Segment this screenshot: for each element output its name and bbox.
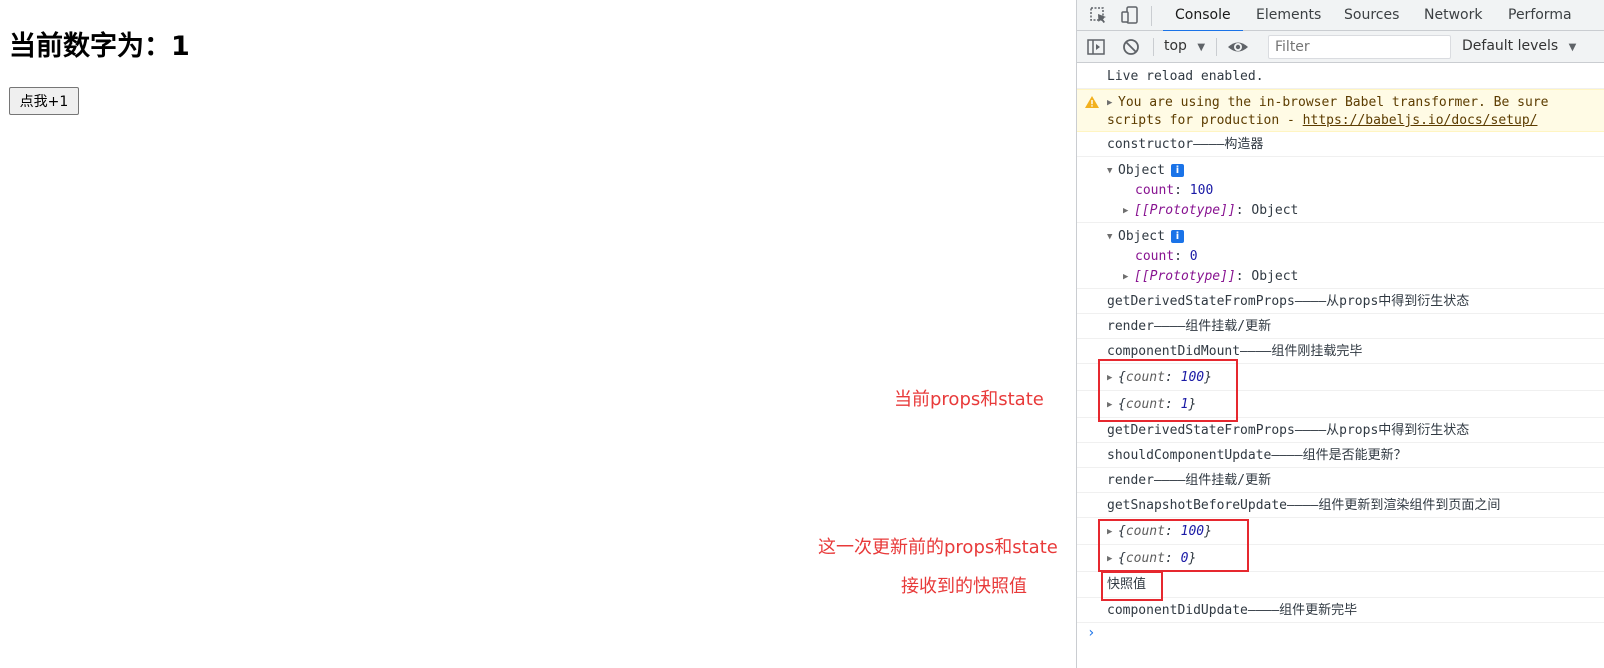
property-key: count: [1135, 249, 1175, 264]
console-warning: ▶ You are using the in-browser Babel tran…: [1077, 89, 1604, 132]
tab-elements[interactable]: Elements: [1256, 7, 1322, 23]
property-value: 0: [1180, 551, 1189, 566]
property-value: 100: [1189, 183, 1214, 198]
highlight-box-snapshot: [1101, 571, 1163, 601]
tab-network[interactable]: Network: [1424, 7, 1483, 23]
warning-icon: [1085, 96, 1099, 108]
clear-console-icon[interactable]: [1121, 37, 1141, 57]
devtools-panel: Console Elements Sources Network Perform…: [1076, 0, 1604, 668]
chevron-down-icon: ▼: [1568, 42, 1577, 53]
tab-sources[interactable]: Sources: [1344, 7, 1400, 23]
sidebar-toggle-icon[interactable]: [1086, 37, 1106, 57]
property-value: 0: [1189, 249, 1198, 264]
console-message: Live reload enabled.: [1077, 64, 1604, 89]
property-key: count: [1125, 524, 1165, 539]
prototype-value: Object: [1251, 269, 1299, 284]
device-toolbar-icon[interactable]: [1119, 5, 1141, 25]
property-key: count: [1135, 183, 1175, 198]
expand-triangle-icon[interactable]: ▶: [1107, 373, 1113, 383]
expand-triangle-icon[interactable]: ▶: [1123, 206, 1129, 216]
page-heading: 当前数字为：1: [9, 31, 190, 62]
collapse-triangle-icon[interactable]: ▼: [1107, 166, 1113, 176]
property-key: count: [1125, 370, 1165, 385]
console-message: getSnapshotBeforeUpdate————组件更新到渲染组件到页面之…: [1077, 493, 1604, 518]
expand-triangle-icon[interactable]: ▶: [1107, 400, 1113, 410]
console-message: render————组件挂载/更新: [1077, 468, 1604, 493]
console-object-preview: ▶{count: 100}: [1077, 518, 1604, 545]
babel-docs-link[interactable]: https://babeljs.io/docs/setup/: [1302, 113, 1538, 128]
console-message: constructor————构造器: [1077, 132, 1604, 157]
property-key: count: [1125, 397, 1165, 412]
warning-text-prefix: scripts for production -: [1107, 113, 1303, 128]
expand-triangle-icon[interactable]: ▶: [1107, 554, 1113, 564]
annotation-current-props-state: 当前props和state: [894, 389, 1044, 410]
prototype-key: [[Prototype]]: [1134, 203, 1236, 218]
tab-performance[interactable]: Performa: [1508, 7, 1572, 23]
expand-triangle-icon[interactable]: ▶: [1107, 98, 1113, 108]
prototype-value: Object: [1251, 203, 1299, 218]
eye-icon[interactable]: [1227, 37, 1249, 57]
inspect-element-icon[interactable]: [1088, 5, 1110, 25]
expand-triangle-icon[interactable]: ▶: [1123, 272, 1129, 282]
object-label[interactable]: Object: [1118, 229, 1165, 244]
object-label[interactable]: Object: [1118, 163, 1165, 178]
log-levels-select[interactable]: Default levels ▼: [1462, 38, 1576, 54]
console-message: componentDidUpdate————组件更新完毕: [1077, 598, 1604, 623]
toolbar-separator: [1153, 38, 1154, 56]
console-object-preview: ▶{count: 100}: [1077, 364, 1604, 391]
context-select[interactable]: top ▼: [1164, 38, 1205, 54]
annotation-prev-props-state: 这一次更新前的props和state: [818, 537, 1058, 558]
annotation-snapshot: 接收到的快照值: [901, 576, 1027, 597]
console-message: render————组件挂载/更新: [1077, 314, 1604, 339]
highlight-box-current-props-state: [1098, 359, 1238, 422]
property-value: 100: [1180, 370, 1205, 385]
console-message: 快照值: [1077, 572, 1604, 598]
console-message: getDerivedStateFromProps————从props中得到衍生状…: [1077, 289, 1604, 314]
console-object-preview: ▶{count: 1}: [1077, 391, 1604, 418]
toolbar-separator: [1216, 38, 1217, 56]
property-value: 100: [1180, 524, 1205, 539]
console-toolbar: top ▼ Default levels ▼: [1077, 31, 1604, 63]
console-message: shouldComponentUpdate————组件是否能更新？: [1077, 443, 1604, 468]
tab-console[interactable]: Console: [1163, 0, 1243, 32]
property-key: count: [1125, 551, 1165, 566]
devtools-tabbar: Console Elements Sources Network Perform…: [1077, 0, 1604, 32]
context-value: top: [1164, 38, 1187, 54]
property-value: 1: [1180, 397, 1189, 412]
chevron-down-icon: ▼: [1197, 42, 1206, 53]
highlight-box-prev-props-state: [1098, 519, 1249, 572]
prototype-key: [[Prototype]]: [1134, 269, 1236, 284]
console-message: getDerivedStateFromProps————从props中得到衍生状…: [1077, 418, 1604, 443]
log-levels-value: Default levels: [1462, 38, 1559, 54]
console-prompt[interactable]: ›: [1087, 625, 1096, 641]
console-messages: Live reload enabled. ▶ You are using the …: [1077, 64, 1604, 623]
console-object-preview: ▶{count: 0}: [1077, 545, 1604, 572]
info-icon: i: [1170, 164, 1184, 177]
collapse-triangle-icon[interactable]: ▼: [1107, 232, 1113, 242]
info-icon: i: [1170, 230, 1184, 243]
expand-triangle-icon[interactable]: ▶: [1107, 527, 1113, 537]
warning-text: You are using the in-browser Babel trans…: [1118, 95, 1549, 110]
increment-button[interactable]: 点我+1: [9, 87, 79, 115]
filter-input[interactable]: [1268, 35, 1451, 59]
console-message: componentDidMount————组件刚挂载完毕: [1077, 339, 1604, 364]
tabbar-separator: [1151, 6, 1152, 26]
